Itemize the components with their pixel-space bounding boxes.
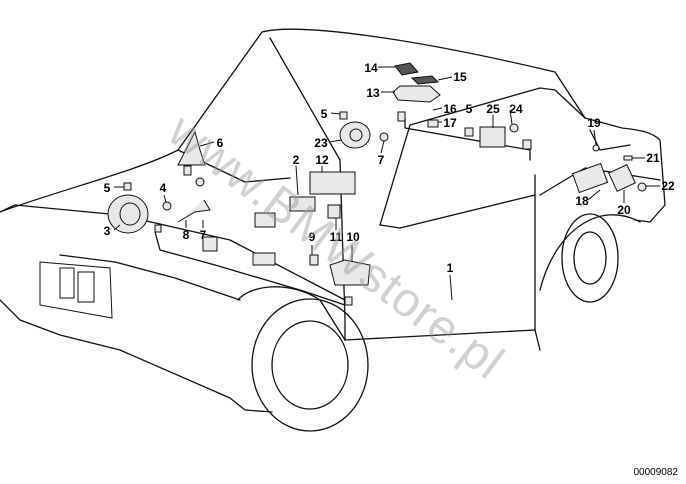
callout-5: 5	[466, 102, 473, 116]
callout-17: 17	[443, 116, 457, 130]
callout-2: 2	[293, 153, 300, 167]
part-10-connector	[329, 259, 371, 286]
part-12-radio-frame	[309, 171, 356, 195]
callout-5b: 5	[321, 107, 328, 121]
part-13-roof-speaker	[392, 85, 441, 103]
callout-5c: 5	[104, 181, 111, 195]
wiring-harness-rear	[404, 117, 531, 161]
wiring-harness	[154, 231, 346, 306]
part-14-speaker-grille	[394, 62, 419, 76]
callout-22: 22	[661, 179, 675, 193]
callout-8: 8	[183, 228, 190, 242]
callout-10: 10	[346, 230, 360, 244]
part-3-front-speaker	[107, 194, 149, 234]
leader-lines	[113, 66, 660, 301]
callout-4: 4	[160, 181, 167, 195]
drawing-number: 00009082	[633, 467, 679, 478]
callout-15: 15	[453, 70, 467, 84]
car-outline	[0, 28, 666, 432]
callout-13: 13	[366, 86, 380, 100]
callout-21: 21	[646, 151, 660, 165]
callout-19: 19	[587, 116, 601, 130]
callout-7b: 7	[200, 228, 207, 242]
callout-11: 11	[330, 230, 343, 244]
callout-labels: 14 15 13 16 17 5 25 24 19 21 22 18 20 5 …	[104, 61, 675, 275]
part-6-tweeter	[177, 130, 206, 166]
callout-16: 16	[443, 102, 457, 116]
callout-18: 18	[575, 194, 589, 208]
callout-9: 9	[309, 230, 316, 244]
callout-12: 12	[315, 153, 329, 167]
callout-7: 7	[378, 153, 385, 167]
callout-6: 6	[217, 136, 224, 150]
callout-3: 3	[104, 224, 111, 238]
part-23-speaker	[339, 121, 371, 149]
callout-24: 24	[509, 102, 523, 116]
part-25-amplifier	[479, 126, 506, 148]
parts	[107, 62, 647, 306]
callout-14: 14	[364, 61, 378, 75]
callout-1: 1	[447, 261, 454, 275]
callout-23: 23	[314, 136, 328, 150]
part-18-module	[571, 162, 609, 194]
callout-20: 20	[617, 203, 631, 217]
part-15-cover	[410, 75, 440, 85]
callout-25: 25	[486, 102, 500, 116]
